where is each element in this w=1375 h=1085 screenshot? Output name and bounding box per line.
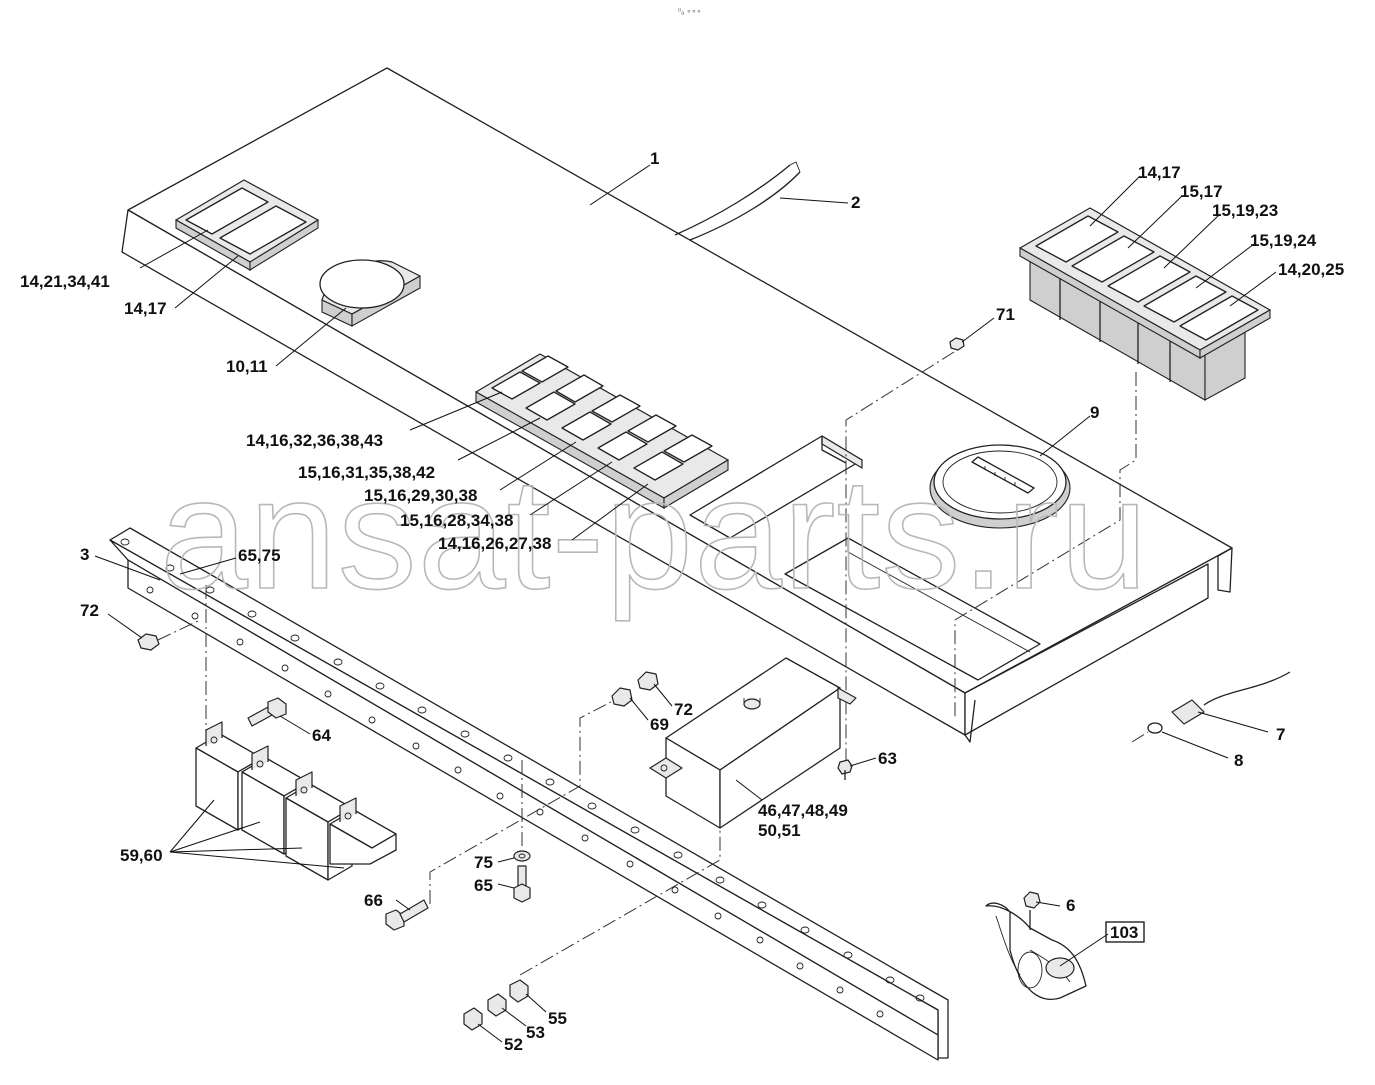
fuse-52: [463, 1007, 483, 1031]
nut-72-left: [137, 633, 160, 651]
main-panel: [121, 67, 1233, 743]
callout-14-16-26-27-38: 14,16,26,27,38: [438, 534, 551, 553]
bolt-66: [385, 899, 429, 931]
control-box: [649, 657, 857, 829]
sensor-7: [1171, 671, 1291, 725]
callout-65-75-top: 65,75: [238, 546, 281, 565]
header-glyph: ⁰ₐ ∘∘∘: [678, 7, 701, 16]
screw-63: [837, 759, 853, 780]
callout-6: 6: [1066, 896, 1075, 915]
switch-pair-left: [175, 179, 319, 271]
callout-66: 66: [364, 891, 383, 910]
callout-72-mid: 72: [674, 700, 693, 719]
callout-65: 65: [474, 876, 493, 895]
mounting-rail: [109, 527, 949, 1061]
relay-group: [195, 721, 397, 881]
callout-14-21-34-41: 14,21,34,41: [20, 272, 110, 291]
nut-69: [611, 687, 633, 707]
callout-14-20-25: 14,20,25: [1278, 260, 1344, 279]
callout-2: 2: [851, 193, 860, 212]
callout-75: 75: [474, 853, 493, 872]
axis-line-fuses: [519, 830, 721, 976]
callout-15-16-28-34-38: 15,16,28,34,38: [400, 511, 513, 530]
axis-line-72-left: [157, 619, 201, 641]
fuse-55: [509, 979, 529, 1003]
axis-line-66: [429, 699, 616, 904]
callout-15-17: 15,17: [1180, 182, 1223, 201]
callout-71: 71: [996, 305, 1015, 324]
callout-53: 53: [526, 1023, 545, 1042]
callout-64: 64: [312, 726, 331, 745]
callout-72-left: 72: [80, 601, 99, 620]
panel-cutout-upper: [689, 435, 863, 539]
callout-50-51: 50,51: [758, 821, 801, 840]
fuse-53: [487, 993, 507, 1017]
callout-7: 7: [1276, 725, 1285, 744]
bolt-64: [247, 697, 287, 727]
callout-69: 69: [650, 715, 669, 734]
callout-55: 55: [548, 1009, 567, 1028]
callout-3: 3: [80, 545, 89, 564]
callout-15-19-23: 15,19,23: [1212, 201, 1278, 220]
switch-bank-center: [475, 353, 729, 509]
inset-box-103: [1105, 921, 1145, 943]
callout-46-47-48-49: 46,47,48,49: [758, 801, 848, 820]
leader-lines: [94, 164, 1277, 1043]
callout-8: 8: [1234, 751, 1243, 770]
callout-labels: 1 2 3 6 7 8 9 10,11 14,21,34,41 14,17 14…: [20, 149, 1344, 1054]
callout-14-16-32-36-38-43: 14,16,32,36,38,43: [246, 431, 383, 450]
callout-15-16-31-35-38-42: 15,16,31,35,38,42: [298, 463, 435, 482]
relay-4: [329, 797, 397, 865]
rail-holes: [120, 538, 925, 1018]
callout-59-60: 59,60: [120, 846, 163, 865]
callout-14-17-right: 14,17: [1138, 163, 1181, 182]
callout-63: 63: [878, 749, 897, 768]
callout-103: 103: [1110, 923, 1138, 942]
callout-14-17-left: 14,17: [124, 299, 167, 318]
round-cover: [319, 259, 421, 327]
hour-meter: [929, 444, 1071, 529]
axis-line-right-block: [954, 372, 1137, 720]
inset-detail-103: [985, 891, 1145, 1000]
callout-15-19-24: 15,19,24: [1250, 231, 1317, 250]
wire-harness: [674, 161, 801, 241]
callout-10-11: 10,11: [226, 357, 268, 376]
callout-1: 1: [650, 149, 659, 168]
panel-cutout-lower: [784, 537, 1041, 681]
nut-72-mid: [637, 671, 659, 691]
axis-line-8: [1131, 731, 1149, 743]
callout-9: 9: [1090, 403, 1099, 422]
nut-71: [949, 337, 965, 351]
callout-52: 52: [504, 1035, 523, 1054]
bolt-65: [513, 865, 531, 903]
washer-8: [1147, 722, 1163, 734]
switch-block-right: [1019, 207, 1271, 401]
callout-15-16-29-30-38: 15,16,29,30,38: [364, 486, 477, 505]
axis-line-71: [845, 351, 955, 760]
washer-75: [513, 850, 531, 862]
watermark: ansat-parts.ru: [160, 446, 1149, 622]
